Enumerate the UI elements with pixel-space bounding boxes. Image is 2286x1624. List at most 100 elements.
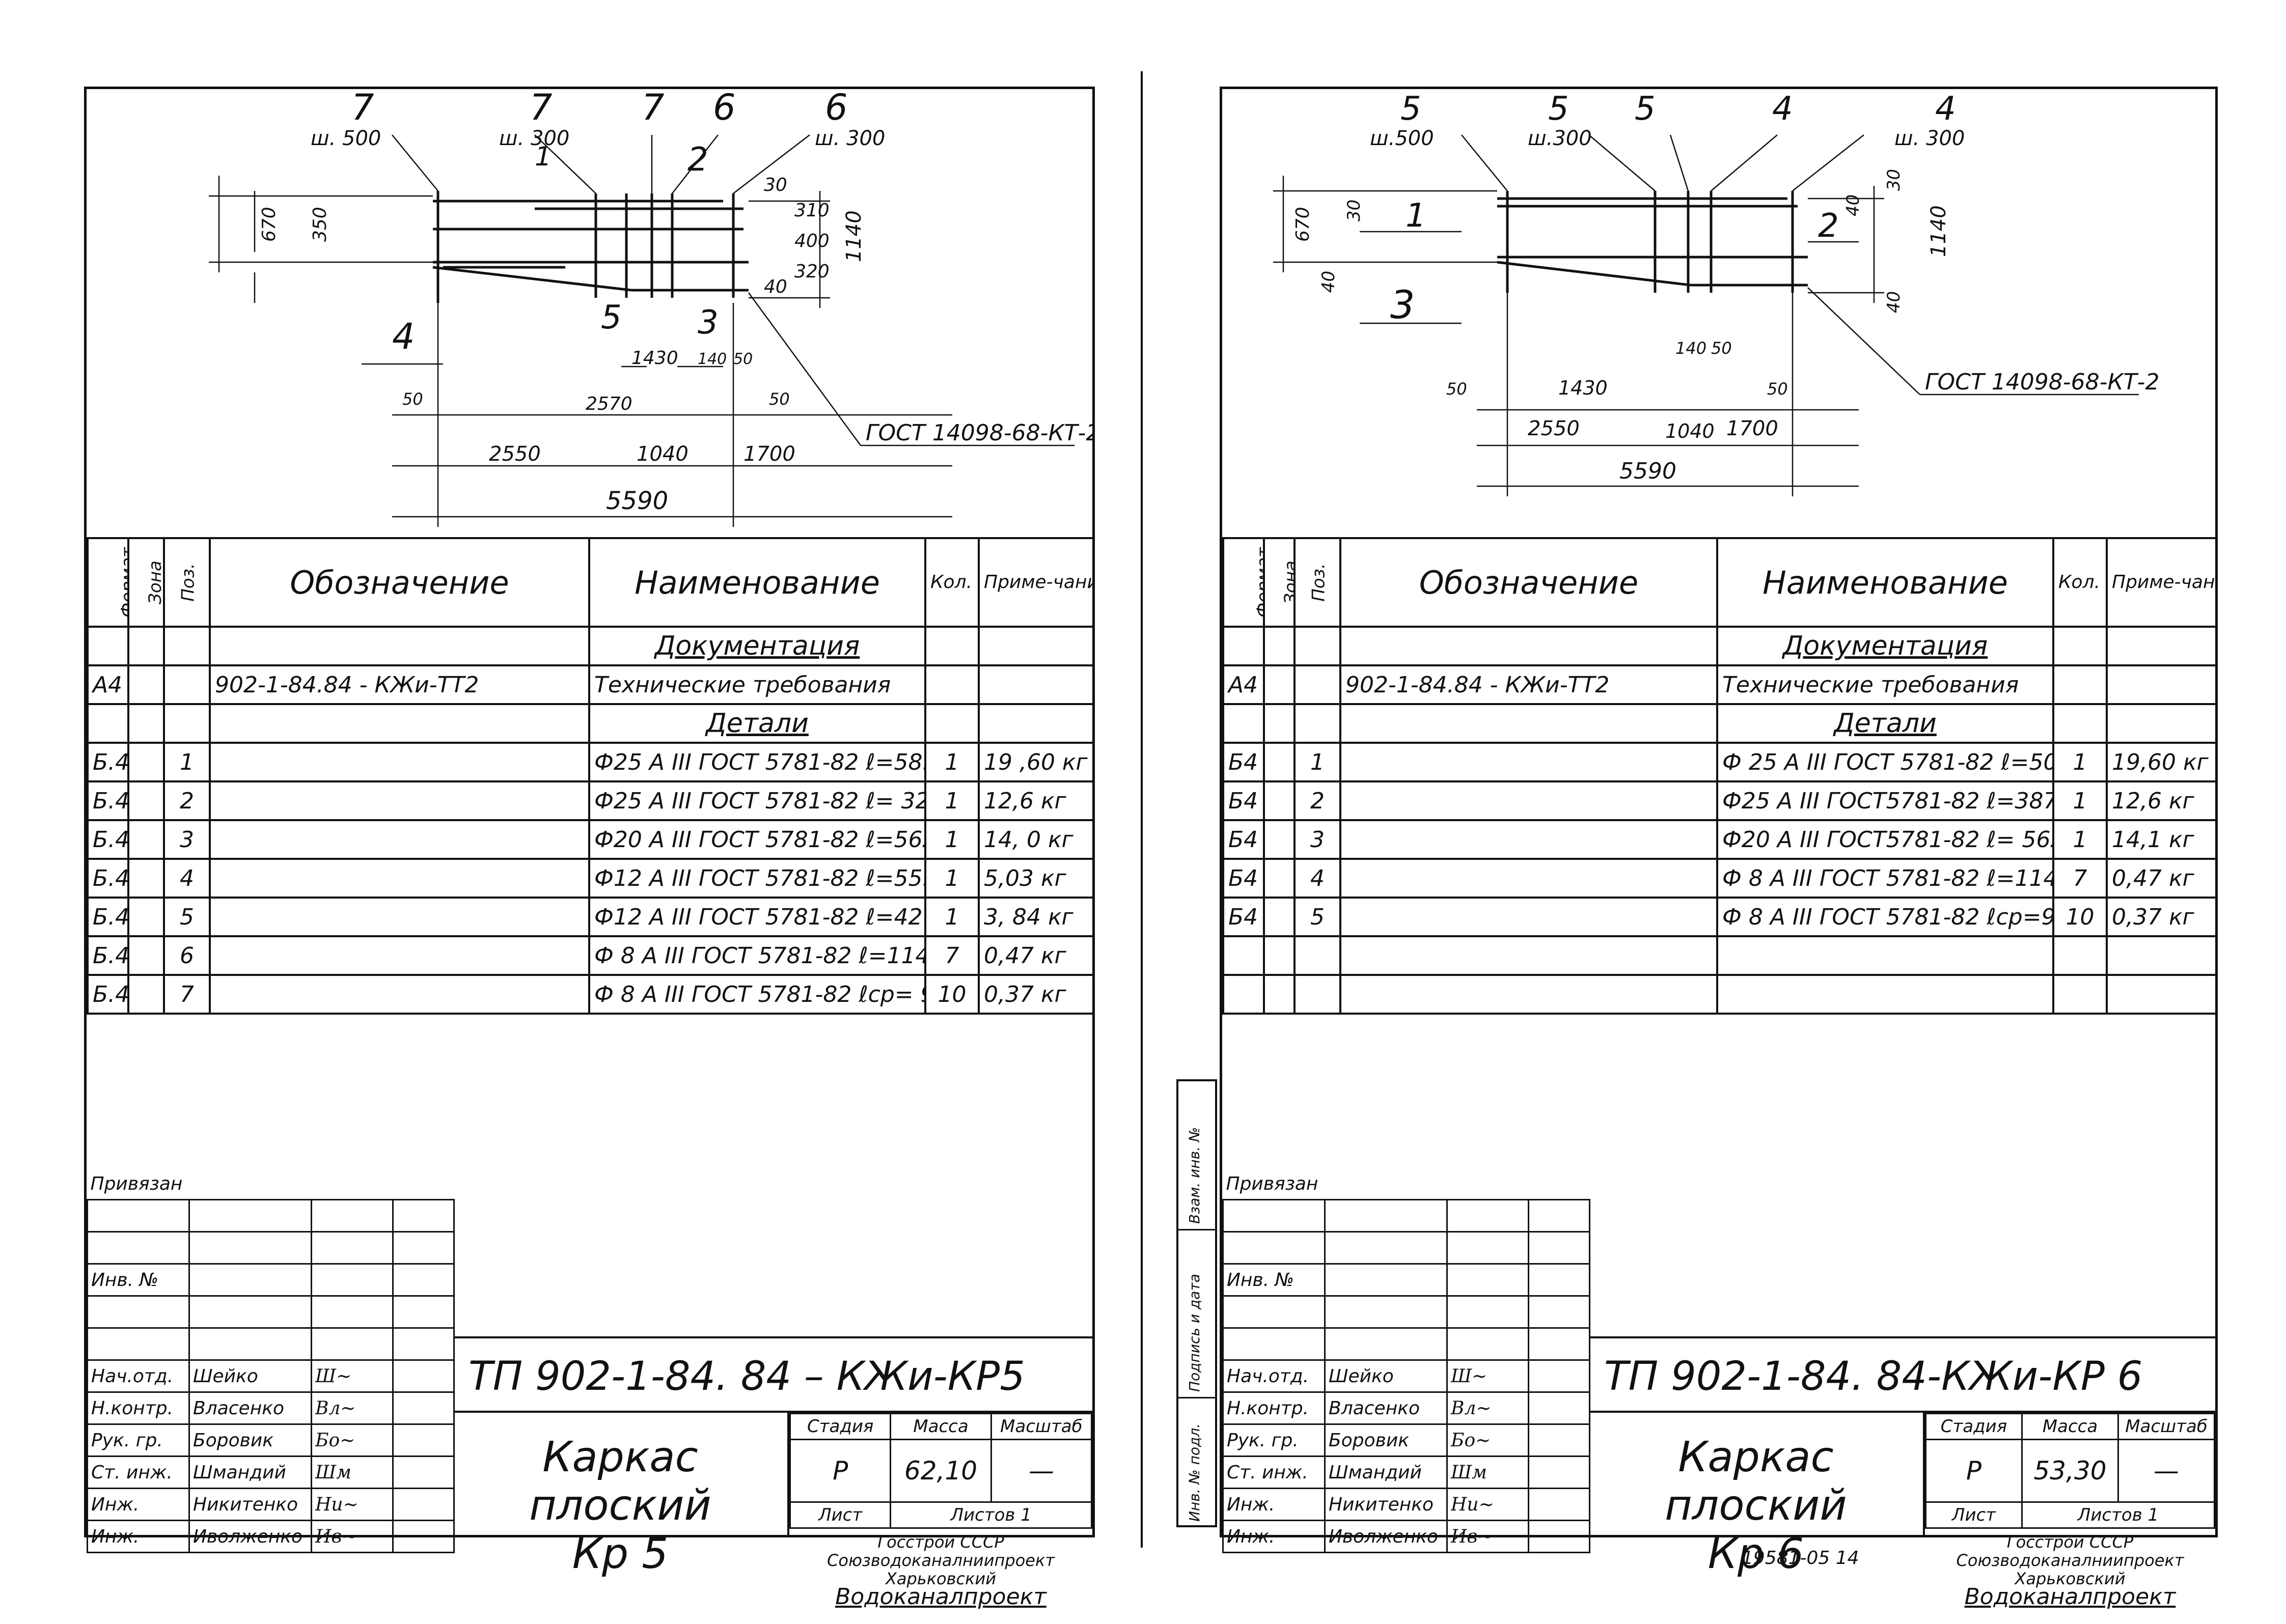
cell-note: 12,6 кг	[978, 780, 1094, 821]
cell-note: 19,60 кг	[2106, 742, 2217, 782]
cell-pos: 3	[1293, 819, 1341, 860]
cell-format: Б.4.	[87, 780, 129, 821]
pos-label-5b: 5	[1548, 90, 1569, 128]
pos-label-6a: 6	[713, 89, 736, 128]
dim-40b: 40	[1843, 194, 1863, 216]
dim-1040: 1040	[1665, 420, 1715, 442]
table-row: А4 902-1-84.84 - КЖи-ТТ2 Технические тре…	[1222, 664, 2217, 705]
cell-note: 0,37 кг	[2106, 897, 2217, 937]
stage-label: Стадия	[1925, 1413, 2023, 1440]
dim-670: 670	[1292, 207, 1313, 242]
signature: Ив~	[1446, 1520, 1529, 1553]
pos-label-7a: 7	[351, 89, 374, 128]
signature: Шм	[311, 1455, 394, 1489]
pos-label-3: 3	[698, 304, 719, 342]
cell-qty: 1	[2052, 819, 2108, 860]
cell-qty: 7	[2052, 858, 2108, 899]
drawing-sheet-kr5: 7 7 7 6 6 1 2 3 4 5 ш. 500 ш. 300 ш. 300…	[84, 87, 1100, 1608]
cell-note: 14, 0 кг	[978, 819, 1094, 860]
cell-note: 12,6 кг	[2106, 780, 2217, 821]
dim-2550: 2550	[489, 442, 541, 466]
cell-designation: 902-1-84.84 - КЖи-ТТ2	[1339, 664, 1718, 705]
col-pos: Поз.	[163, 537, 211, 628]
cell-pos: 2	[1293, 780, 1341, 821]
cell-name: Ф20 А III ГОСТ 5781-82 ℓ=5620	[588, 819, 926, 860]
dim-30: 30	[764, 175, 787, 195]
col-zone: Зона	[1263, 537, 1296, 628]
pos-label-7c: 7	[642, 89, 665, 128]
document-code: ТП 902-1-84. 84-КЖи-КР 6	[1589, 1336, 2215, 1413]
dim-40c: 40	[1884, 291, 1904, 313]
cell-pos: 1	[1293, 742, 1341, 782]
cell-name: Ф20 А III ГОСТ5781-82 ℓ= 5620	[1716, 819, 2054, 860]
pos-label-5a: 5	[1400, 90, 1421, 128]
col-designation: Обозначение	[209, 537, 590, 628]
cell-qty: 1	[924, 742, 980, 782]
name-cell: Шейко	[188, 1359, 312, 1393]
cell-qty: 1	[924, 780, 980, 821]
cell-format: Б.4	[87, 974, 129, 1015]
pos-label-4a: 4	[1772, 90, 1793, 128]
title-line-2: Кр 6	[1707, 1530, 1804, 1578]
org-line: Водоканалпроект	[1964, 1584, 2176, 1610]
cell-format: Б4	[1222, 897, 1265, 937]
role-cell: Инж.	[87, 1488, 190, 1521]
dim-50c: 50	[769, 389, 790, 409]
cell-pos: 3	[163, 819, 211, 860]
title-line-2: Кр 5	[572, 1530, 669, 1578]
col-note: Приме-чание	[978, 537, 1094, 628]
cell-qty: 1	[924, 897, 980, 937]
role-cell: Нач.отд.	[87, 1359, 190, 1393]
title-line-1: Каркас плоский	[1665, 1433, 1847, 1530]
dim-5590: 5590	[1619, 458, 1676, 484]
cell-qty: 1	[2052, 742, 2108, 782]
dim-40a: 40	[1318, 271, 1339, 293]
cell-name: Ф 8 А III ГОСТ 5781-82 ℓср= 910	[588, 974, 926, 1015]
sheet-fold-line	[1141, 71, 1143, 1548]
role-cell: Н.контр.	[1222, 1391, 1326, 1425]
cell-note: 14,1 кг	[2106, 819, 2217, 860]
cell-pos: 2	[163, 780, 211, 821]
cell-note: 19 ,60 кг	[978, 742, 1094, 782]
cell-format: Б.4.	[87, 897, 129, 937]
name-cell: Боровик	[188, 1423, 312, 1457]
spacing-label-300b: ш. 300	[815, 127, 885, 150]
frame-schematic: 7 7 7 6 6 1 2 3 4 5 ш. 500 ш. 300 ш. 300…	[209, 87, 1100, 527]
pos-label-2: 2	[687, 141, 708, 179]
signature: Вл~	[1446, 1391, 1529, 1425]
pos-label-5c: 5	[1635, 90, 1656, 128]
org-line: Харьковский	[886, 1569, 996, 1588]
col-name: Наименование	[1716, 537, 2054, 628]
cell-name: Ф12 А III ГОСТ 5781-82 ℓ=5590	[588, 858, 926, 899]
signature: Ни~	[1446, 1488, 1529, 1521]
pos-label-2: 2	[1818, 207, 1839, 245]
cell-note: 0,47 кг	[978, 935, 1094, 976]
section-documentation: Документация	[1716, 626, 2054, 666]
dim-50a: 50	[1711, 339, 1732, 358]
stage-label: Стадия	[789, 1413, 892, 1440]
pos-label-5: 5	[601, 299, 622, 337]
sheet-label: Лист	[789, 1501, 892, 1529]
org-line: Водоканалпроект	[835, 1584, 1046, 1610]
dim-320: 320	[794, 261, 830, 282]
cell-name: Ф25 А III ГОСТ 5781-82 ℓ=5890	[588, 742, 926, 782]
cell-qty: 1	[2052, 780, 2108, 821]
name-cell: Иволженко	[188, 1520, 312, 1553]
cell-qty: 1	[924, 858, 980, 899]
cell-format: Б4	[1222, 742, 1265, 782]
archive-number: 19581-05 14	[1742, 1548, 1859, 1569]
cell-name: Технические требования	[588, 664, 926, 705]
cell-qty: 7	[924, 935, 980, 976]
cell-name: Ф25 А III ГОСТ5781-82 ℓ=3870	[1716, 780, 2054, 821]
dim-1140: 1140	[842, 210, 866, 262]
dim-1140: 1140	[1927, 205, 1950, 257]
cell-designation: 902-1-84.84 - КЖи-ТТ2	[209, 664, 590, 705]
role-cell: Инж.	[1222, 1488, 1326, 1521]
